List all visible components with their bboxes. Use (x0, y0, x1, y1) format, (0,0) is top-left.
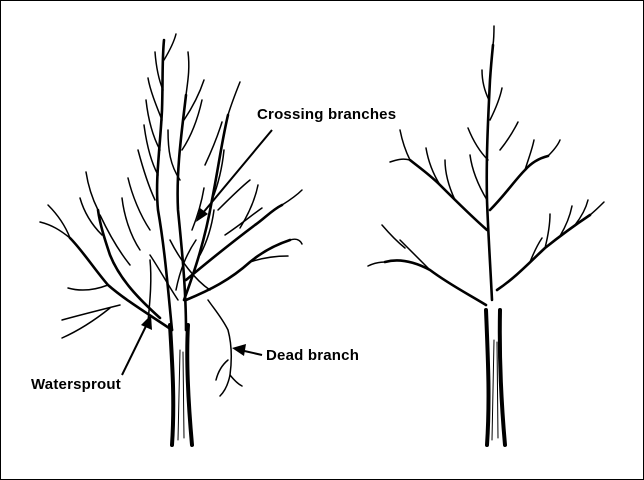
watersprout-line (147, 259, 152, 323)
dead-branch-label: Dead branch (266, 347, 360, 364)
label-leaders (121, 129, 273, 376)
watersprout-label: Watersprout (31, 376, 121, 393)
unpruned-trunk (168, 323, 176, 447)
dead-branch-line (207, 299, 233, 397)
unpruned-tree (39, 33, 303, 447)
crossing-branches-label: Crossing branches (257, 106, 397, 123)
pruned-trunk (484, 308, 491, 447)
pruned-tree (367, 25, 605, 447)
